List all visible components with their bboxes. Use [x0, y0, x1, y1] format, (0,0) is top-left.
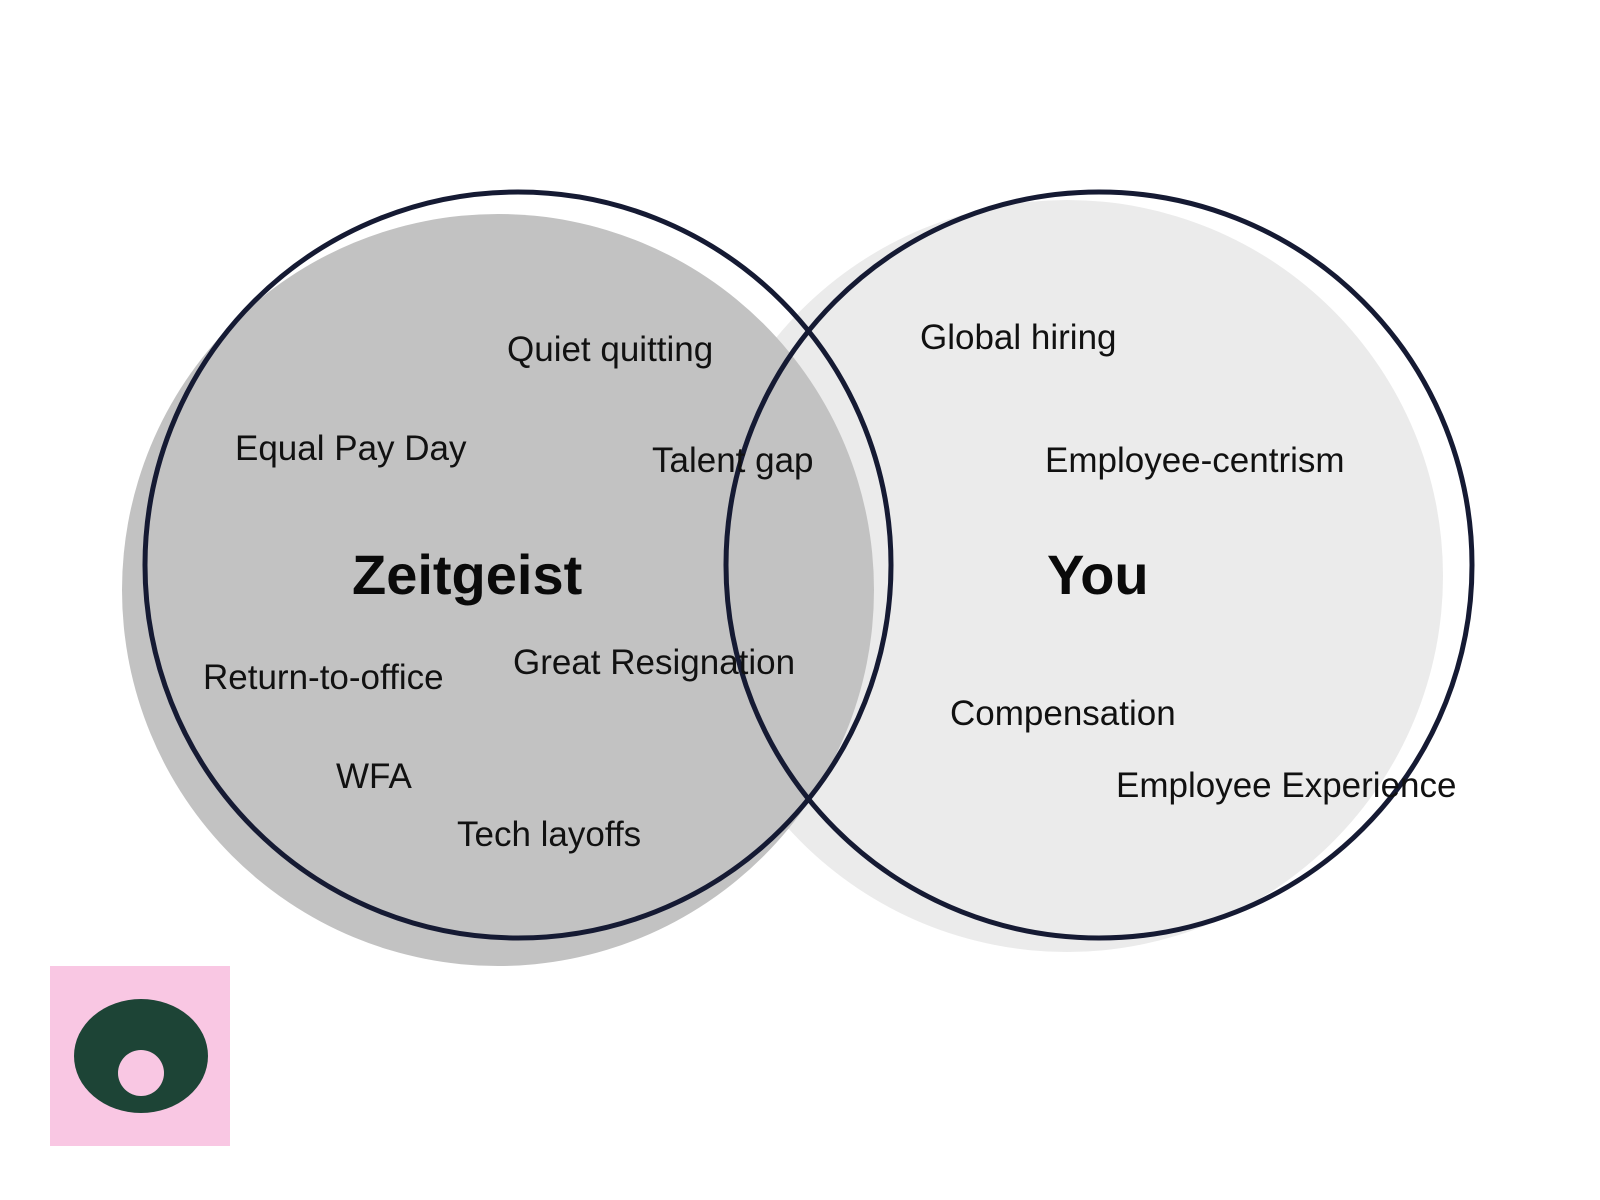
term-equal-pay-day: Equal Pay Day	[235, 429, 467, 468]
term-tech-layoffs: Tech layoffs	[457, 815, 641, 854]
term-employee-experience: Employee Experience	[1116, 766, 1456, 805]
term-employee-centrism: Employee-centrism	[1045, 441, 1345, 480]
term-talent-gap: Talent gap	[652, 441, 814, 480]
term-compensation: Compensation	[950, 694, 1176, 733]
zeitgeist-title: Zeitgeist	[352, 543, 582, 606]
logo-eye-hole	[118, 1050, 164, 1096]
term-return-to-office: Return-to-office	[203, 658, 444, 697]
zeitgeist-circle-fill	[122, 214, 874, 966]
eye-logo-icon	[50, 966, 230, 1146]
term-wfa: WFA	[336, 757, 412, 796]
you-circle-fill	[691, 200, 1443, 952]
you-circle-outline	[723, 189, 1475, 941]
zeitgeist-circle-outline	[142, 189, 894, 941]
you-title: You	[1047, 543, 1149, 606]
term-quiet-quitting: Quiet quitting	[507, 330, 713, 369]
term-global-hiring: Global hiring	[920, 318, 1117, 357]
term-great-resignation: Great Resignation	[513, 643, 795, 682]
